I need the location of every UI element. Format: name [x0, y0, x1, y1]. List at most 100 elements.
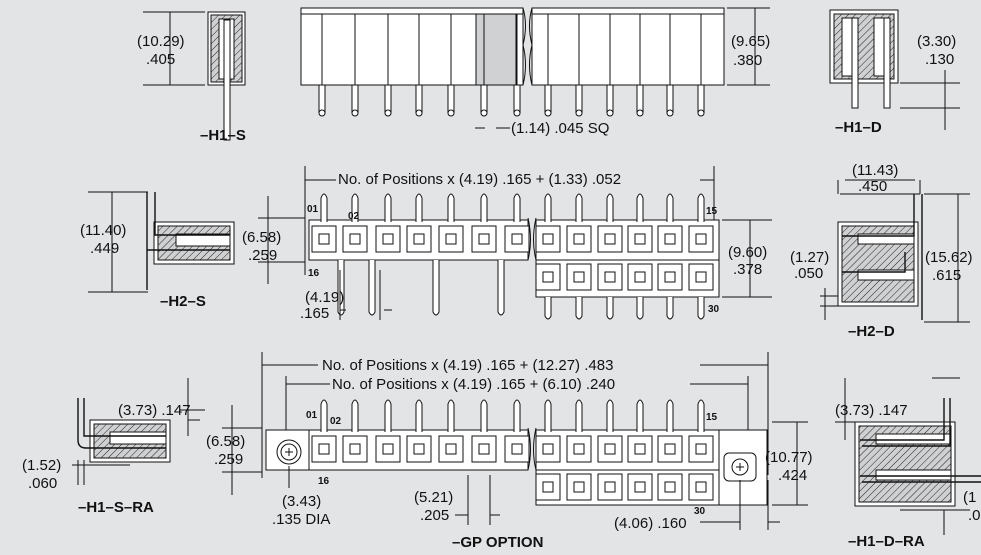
gp-height-mm: (6.58)	[206, 433, 245, 450]
contact	[573, 271, 585, 283]
contact	[604, 271, 616, 283]
contact	[695, 443, 707, 455]
contact	[349, 443, 361, 455]
pin-upper	[447, 193, 455, 222]
pin	[318, 84, 326, 114]
pin-tip	[575, 109, 583, 117]
pin	[513, 84, 521, 114]
pin-upper	[513, 399, 521, 432]
contact	[604, 233, 616, 245]
h2d-step-mm: (1.27)	[790, 249, 829, 266]
pin-upper	[636, 193, 644, 222]
gp-height-in: .259	[214, 451, 243, 468]
h1d-height-in: .130	[925, 51, 954, 68]
pin-upper	[447, 399, 455, 432]
mid-right-mm: (9.60)	[728, 244, 767, 261]
mid-pin-16: 16	[308, 268, 320, 279]
pin-tip	[384, 109, 392, 117]
pin-upper	[351, 399, 359, 432]
pin-lower	[606, 297, 614, 320]
contact-cavity	[471, 435, 497, 463]
contact	[634, 271, 646, 283]
b521-in: .205	[420, 507, 449, 524]
pin-upper	[384, 193, 392, 222]
contact	[478, 443, 490, 455]
pin-upper	[666, 399, 674, 432]
pin-upper	[544, 193, 552, 222]
contact	[604, 481, 616, 493]
pin-lower	[575, 297, 583, 320]
pin-lower	[368, 260, 376, 316]
pin-tip	[606, 109, 614, 117]
pin	[447, 84, 455, 114]
pin-upper	[636, 399, 644, 432]
contact	[413, 443, 425, 455]
contact	[511, 233, 523, 245]
pin-tip	[318, 109, 326, 117]
h1s-ra-label: –H1–S–RA	[78, 499, 154, 516]
positions-formula-2: No. of Positions x (4.19) .165 + (12.27)…	[322, 357, 613, 374]
pin-lower	[432, 260, 440, 316]
contact	[542, 481, 554, 493]
middle-front-view	[304, 166, 720, 320]
h2d-side-view	[820, 179, 970, 323]
contact	[511, 443, 523, 455]
pin-tip	[666, 109, 674, 117]
contact	[664, 271, 676, 283]
pin	[697, 84, 705, 114]
pin-tip	[697, 109, 705, 117]
cut-in: .0	[968, 507, 981, 524]
mid-right-in: .378	[733, 261, 762, 278]
h1d-ra-label: –H1–D–RA	[848, 533, 925, 550]
pin-lower	[636, 297, 644, 320]
h2s-label: –H2–S	[160, 293, 206, 310]
contact-cavity	[627, 435, 653, 463]
pin	[351, 84, 359, 114]
contact	[664, 481, 676, 493]
gp-pin-30: 30	[694, 506, 706, 517]
contact-cavity	[688, 435, 714, 463]
gp-option-label: –GP OPTION	[452, 534, 543, 551]
contact	[382, 233, 394, 245]
top-height-mm: (9.65)	[731, 33, 770, 50]
contact	[573, 443, 585, 455]
gp-pin-02: 02	[330, 416, 342, 427]
pin-lower	[666, 297, 674, 320]
pin-tip	[544, 109, 552, 117]
pin-upper	[320, 399, 328, 432]
contact	[318, 233, 330, 245]
contact	[445, 233, 457, 245]
contact	[664, 233, 676, 245]
pin-upper	[320, 193, 328, 222]
contact-cavity	[657, 473, 683, 501]
contact	[542, 443, 554, 455]
pin-lower	[697, 297, 705, 320]
b1077-in: .424	[778, 467, 807, 484]
pin-tip	[351, 109, 359, 117]
pin-upper	[544, 399, 552, 432]
h1s-height-in: .405	[146, 51, 175, 68]
hole-dia-in: .135 DIA	[272, 511, 330, 528]
pin	[575, 84, 583, 114]
h1d-ra-side-view	[835, 377, 981, 535]
pin-lower	[544, 297, 552, 320]
h2s-height-mm: (11.40)	[80, 222, 126, 239]
ra-step-in: .060	[28, 475, 57, 492]
gp-pin-01: 01	[306, 410, 318, 421]
h1s-label: –H1–S	[200, 127, 246, 144]
positions-formula-3: No. of Positions x (4.19) .165 + (6.10) …	[332, 376, 615, 393]
mid-pin-01: 01	[307, 204, 319, 215]
ra-step-mm: (1.52)	[22, 457, 61, 474]
mid-pin-15: 15	[706, 206, 718, 217]
contact	[478, 233, 490, 245]
pin-lower	[337, 260, 345, 316]
contact	[634, 233, 646, 245]
h1d-height-mm: (3.30)	[917, 33, 956, 50]
pin	[606, 84, 614, 114]
contact	[573, 481, 585, 493]
pin-upper	[697, 399, 705, 432]
contact-cavity	[535, 473, 561, 501]
pin-upper	[513, 193, 521, 222]
